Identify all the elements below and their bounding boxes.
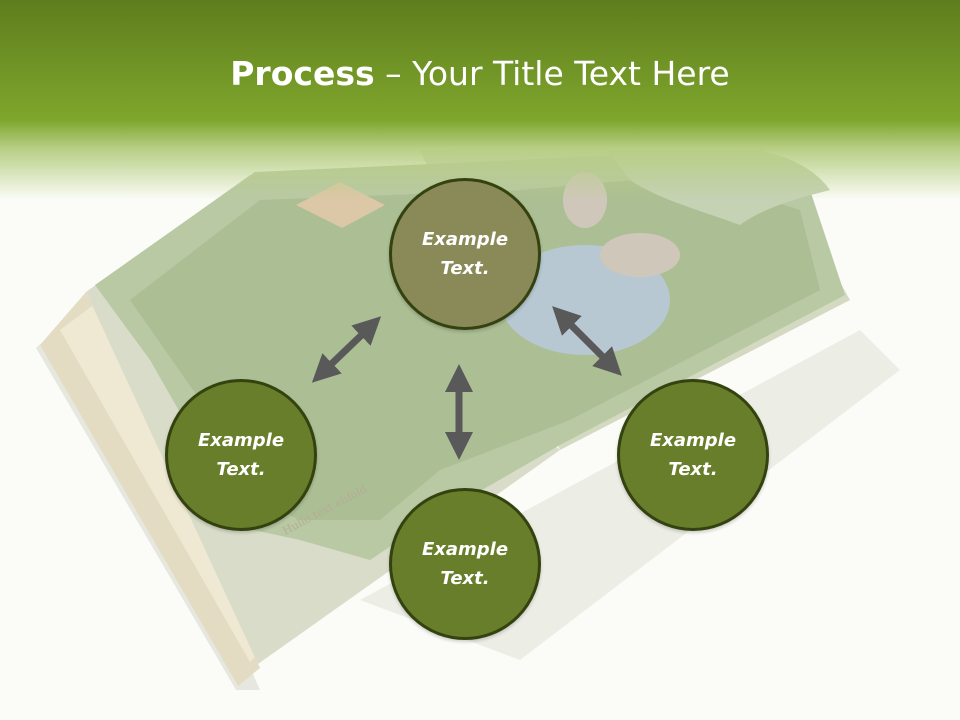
title-bold: Process <box>230 54 375 93</box>
title-rest: Your Title Text Here <box>412 54 730 93</box>
node-left-text: Example Text. <box>197 430 285 480</box>
title-bar <box>0 0 960 200</box>
slide-title: Process – Your Title Text Here <box>0 52 960 96</box>
arrow-top-right <box>552 306 622 376</box>
title-separator: – <box>374 54 413 93</box>
process-node-top[interactable]: Example Text. <box>389 178 541 330</box>
node-top-text: Example Text. <box>421 229 509 279</box>
process-node-right[interactable]: Example Text. <box>617 379 769 531</box>
node-right-text: Example Text. <box>649 430 737 480</box>
arrow-top-left <box>311 316 382 383</box>
node-bottom-text: Example Text. <box>421 539 509 589</box>
process-node-bottom[interactable]: Example Text. <box>389 488 541 640</box>
process-node-left[interactable]: Example Text. <box>165 379 317 531</box>
